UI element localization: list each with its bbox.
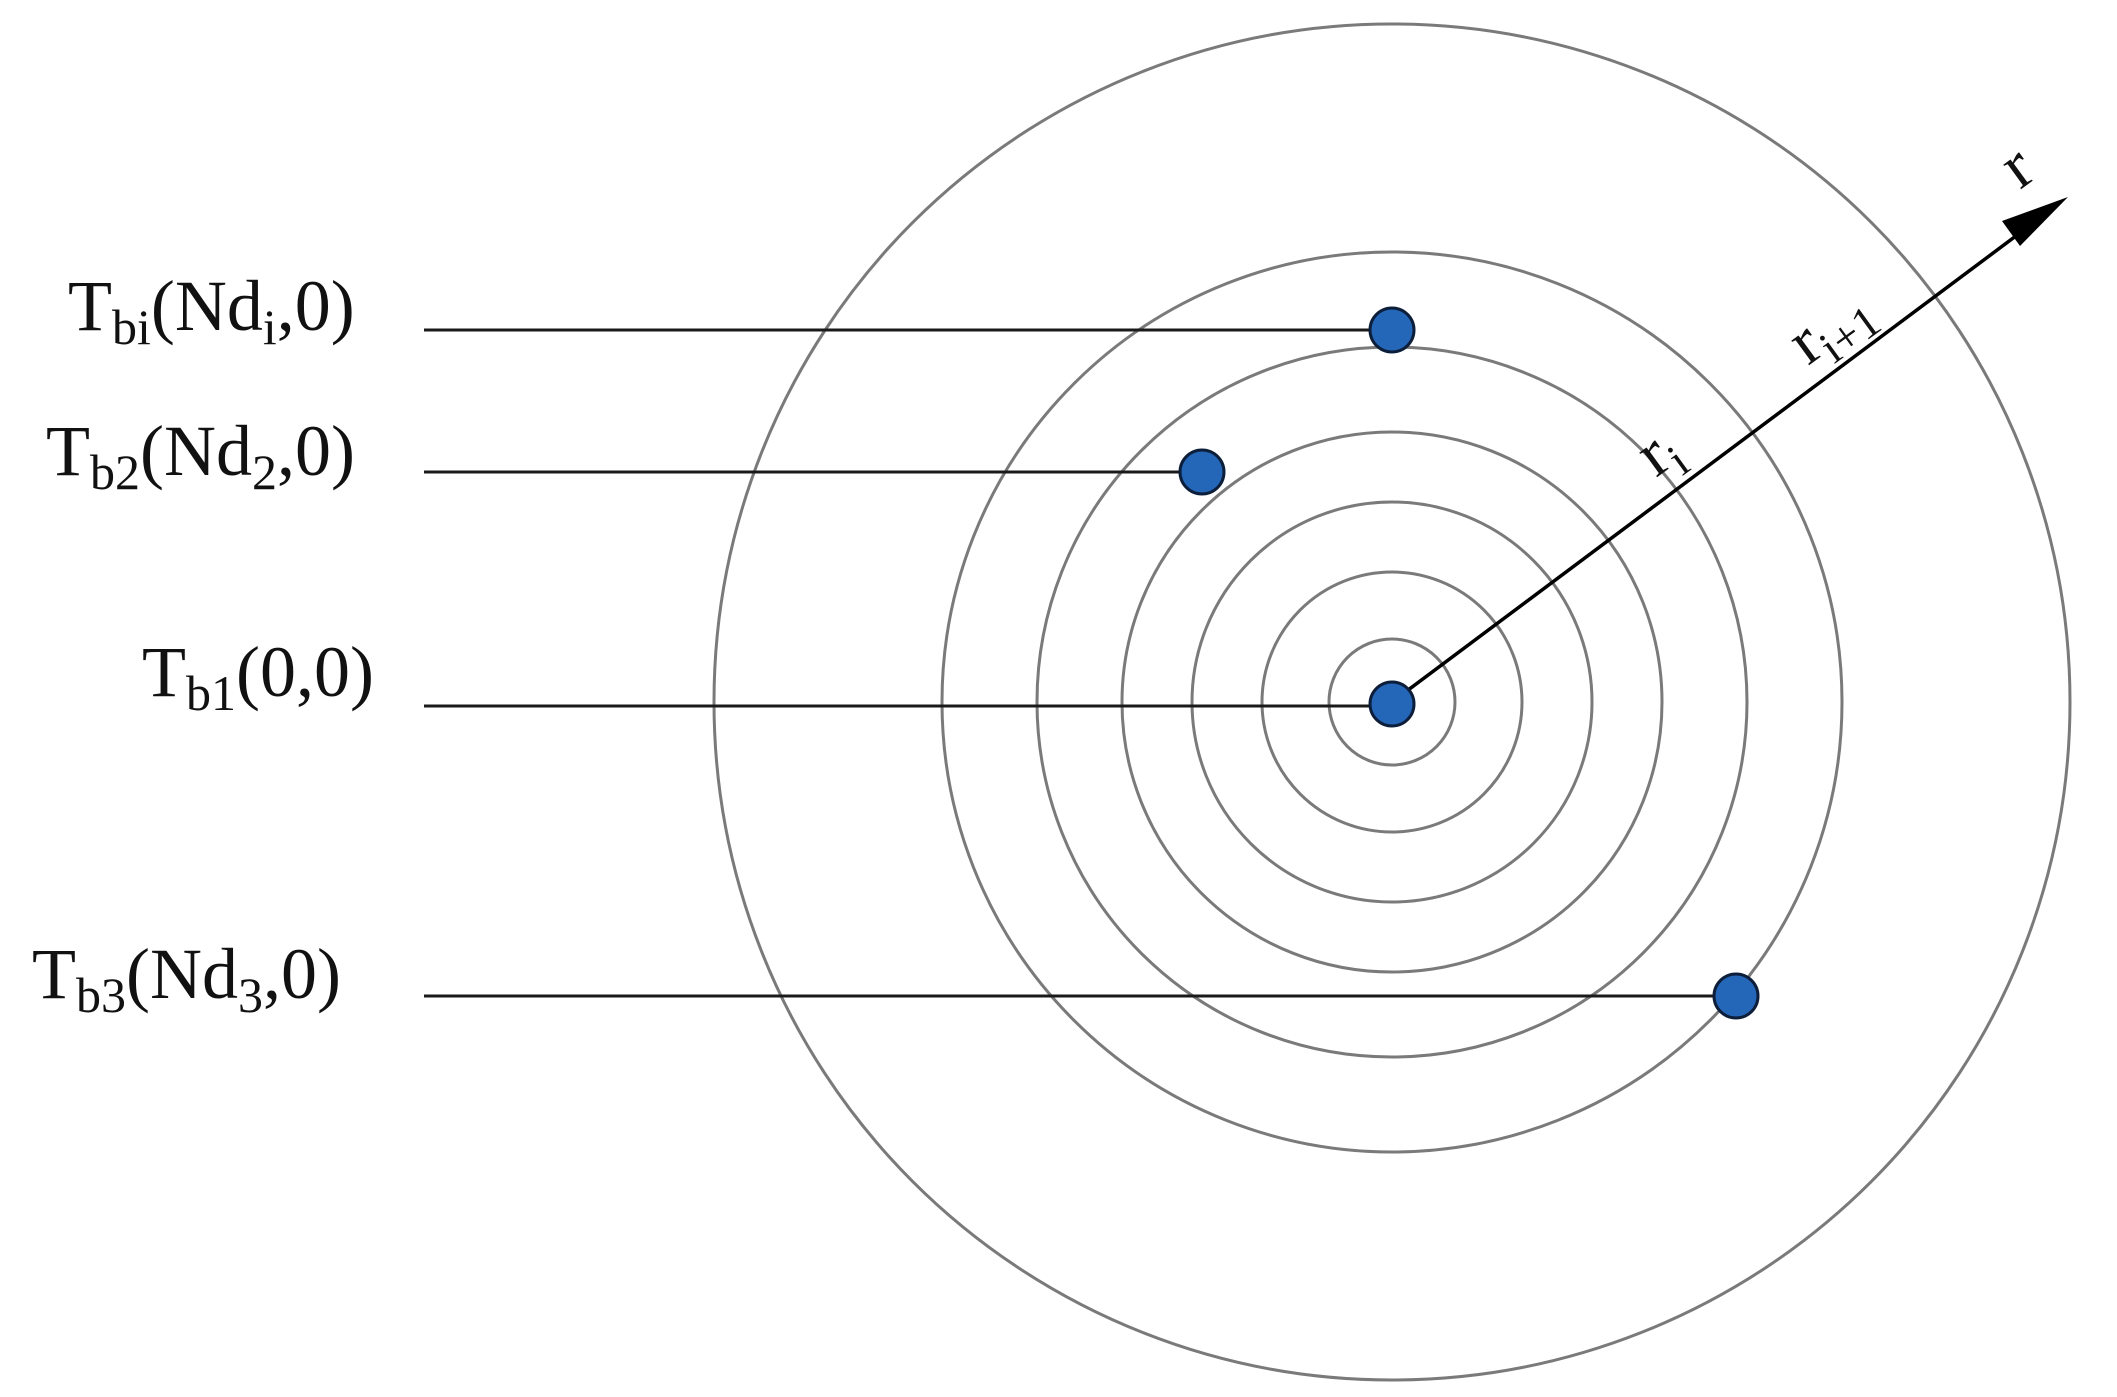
- label-tb3-sub: b3: [76, 967, 126, 1023]
- axis-label-r-text: r: [1986, 130, 2047, 202]
- label-tbi-idx: i: [263, 299, 277, 355]
- label-tb3-idx: 3: [238, 967, 263, 1023]
- nodes: [1178, 306, 1760, 1020]
- radial-axis: [1390, 197, 2068, 704]
- label-tbi-close: ,0): [277, 266, 355, 346]
- label-tb1: Tb1(0,0): [142, 632, 374, 721]
- label-tb2-idx: 2: [252, 444, 277, 500]
- label-tbi: Tbi(Ndi,0): [68, 266, 355, 355]
- label-tb2-close: ,0): [277, 411, 355, 491]
- label-tb1-main: T: [142, 632, 186, 712]
- label-tb3-close: ,0): [263, 934, 341, 1014]
- ring-4: [1120, 430, 1664, 974]
- node-labels: Tbi(Ndi,0) Tb2(Nd2,0) Tb1(0,0) Tb3(Nd3,0…: [32, 266, 374, 1023]
- ring-7: [712, 22, 2072, 1382]
- label-tb3-open: (Nd: [126, 934, 238, 1014]
- label-tb2-sub: b2: [90, 444, 140, 500]
- ring-6: [940, 250, 1844, 1154]
- label-tb3: Tb3(Nd3,0): [32, 934, 341, 1023]
- node-tbi: [1368, 306, 1416, 354]
- axis-label-r: r: [1986, 130, 2047, 202]
- ring-2: [1260, 570, 1524, 834]
- label-tb2-main: T: [46, 411, 90, 491]
- axis-label-ri: ri: [1622, 411, 1698, 498]
- axis-label-ri1: ri+1: [1774, 270, 1890, 386]
- label-tb3-main: T: [32, 934, 76, 1014]
- axis-labels: r ri ri+1: [1622, 130, 2047, 498]
- leader-lines: [424, 328, 1734, 998]
- node-tb1: [1368, 680, 1416, 728]
- label-tb1-sub: b1: [186, 665, 236, 721]
- label-tb1-open: (0,0): [236, 632, 374, 712]
- label-tb2-open: (Nd: [140, 411, 252, 491]
- ring-3: [1190, 500, 1594, 904]
- label-tbi-sub: bi: [112, 299, 151, 355]
- label-tbi-open: (Nd: [151, 266, 263, 346]
- node-tb2: [1178, 448, 1226, 496]
- label-tb2: Tb2(Nd2,0): [46, 411, 355, 500]
- ring-1: [1327, 637, 1457, 767]
- radial-axis-arrowhead: [2002, 197, 2068, 246]
- node-tb3: [1712, 972, 1760, 1020]
- label-tbi-main: T: [68, 266, 112, 346]
- radial-axis-line: [1390, 216, 2042, 704]
